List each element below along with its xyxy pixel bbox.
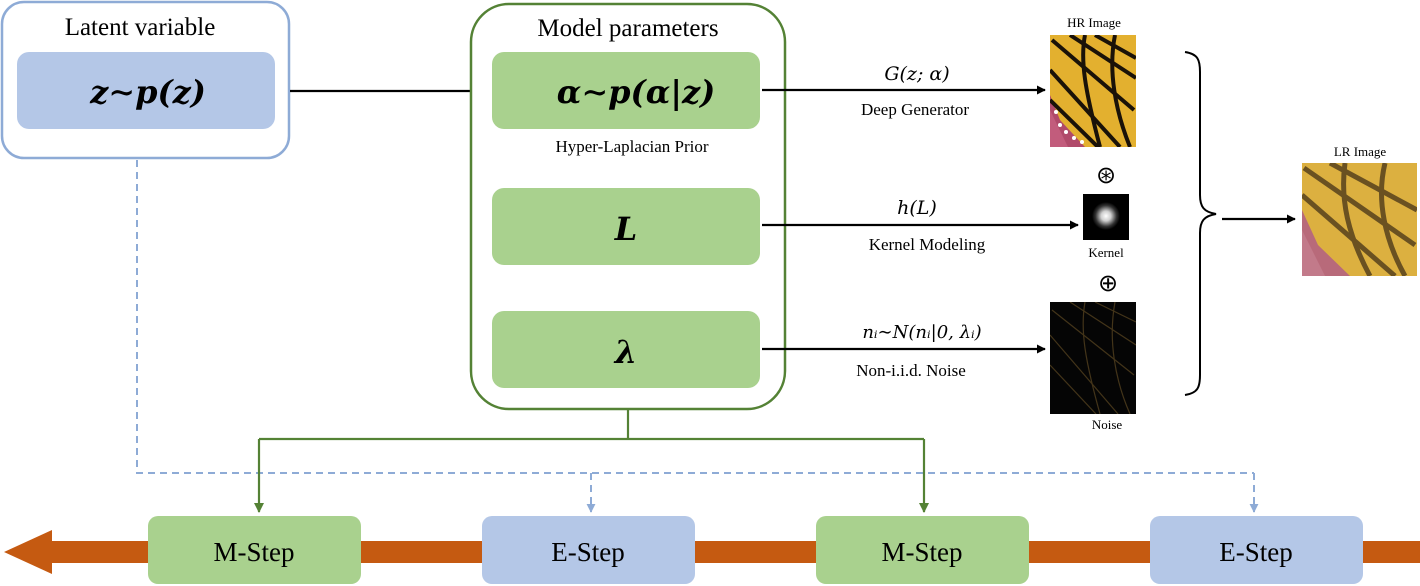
model-parameters-box: Model parameters α∼p(α|z) Hyper-Laplacia… (469, 2, 787, 411)
step-e-1: E-Step (482, 516, 695, 584)
lr-image: LR Image (1302, 144, 1417, 276)
step-m-1: M-Step (148, 516, 361, 584)
generator-arrow: G(z; α) Deep Generator (762, 63, 1046, 119)
latent-formula: z∼p(z) (89, 73, 206, 111)
latent-title: Latent variable (65, 14, 216, 41)
curly-brace (1184, 51, 1217, 396)
noise-image: Noise (1050, 302, 1136, 432)
lr-image-label: LR Image (1334, 144, 1387, 159)
params-green-connector (254, 410, 929, 513)
kernel-formula: h(L) (897, 197, 937, 219)
params-title: Model parameters (537, 15, 718, 42)
latent-variable-box: Latent variable z∼p(z) (0, 0, 291, 160)
noise-arrow: nᵢ∼N(nᵢ|0, λᵢ) Non-i.i.d. Noise (762, 322, 1046, 380)
step-label: E-Step (1219, 537, 1293, 567)
step-label: M-Step (214, 537, 295, 567)
noise-caption: Non-i.i.d. Noise (856, 361, 966, 380)
plus-symbol: ⊕ (1098, 269, 1118, 297)
latent-formula-box (17, 52, 275, 129)
noise-formula: nᵢ∼N(nᵢ|0, λᵢ) (862, 322, 981, 343)
alpha-formula: α∼p(α|z) (557, 73, 716, 111)
kernel-arrow: h(L) Kernel Modeling (762, 197, 1079, 254)
kernel-param-symbol: L (614, 210, 638, 248)
alpha-caption: Hyper-Laplacian Prior (555, 137, 708, 156)
alpha-box (492, 52, 760, 129)
hr-image-label: HR Image (1067, 15, 1121, 30)
generator-caption: Deep Generator (861, 100, 969, 119)
noise-image-label: Noise (1092, 417, 1123, 432)
step-label: M-Step (882, 537, 963, 567)
noise-param-box (492, 311, 760, 388)
kernel-param-box (492, 188, 760, 265)
convolution-symbol: ⊛ (1096, 161, 1116, 189)
latent-dashed-connector (136, 160, 1259, 513)
hr-image: HR Image (1050, 15, 1136, 147)
generator-formula: G(z; α) (884, 63, 949, 85)
kernel-image: Kernel (1083, 194, 1129, 260)
step-m-2: M-Step (816, 516, 1029, 584)
kernel-caption: Kernel Modeling (869, 235, 986, 254)
step-e-2: E-Step (1150, 516, 1363, 584)
step-label: E-Step (551, 537, 625, 567)
noise-param-symbol: λ (613, 333, 637, 371)
kernel-image-label: Kernel (1088, 245, 1124, 260)
timeline-arrow (4, 530, 1420, 574)
